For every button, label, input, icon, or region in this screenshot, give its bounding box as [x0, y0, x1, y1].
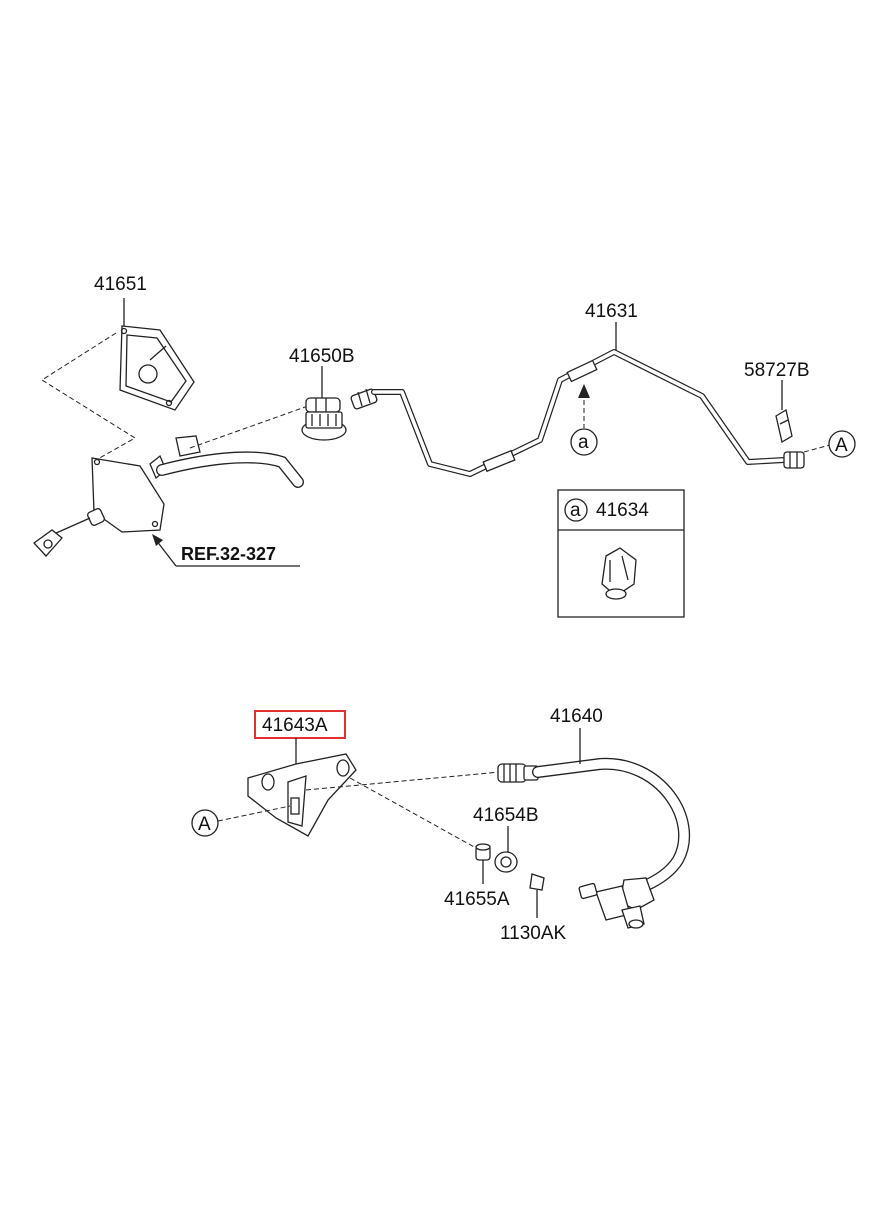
bracket-to-hose-dash — [305, 771, 501, 791]
pipe-start-fitting — [350, 388, 378, 410]
label-41643A[interactable]: 41643A — [262, 715, 328, 736]
union-41650B — [301, 397, 347, 441]
bolt-1130AK — [517, 869, 545, 891]
collar-41654B — [494, 851, 518, 873]
label-41654B: 41654B — [473, 805, 539, 826]
clip-58727B — [775, 408, 793, 444]
label-41640: 41640 — [550, 706, 603, 727]
detail-box-41634: a 41634 — [557, 489, 685, 618]
connector-a-dash-lower — [217, 805, 291, 822]
pipe-sleeve-upper — [566, 359, 598, 383]
highlight-box-41643A — [254, 710, 346, 739]
gasket-41651 — [119, 325, 195, 411]
label-41634: 41634 — [596, 500, 649, 521]
label-58727B: 58727B — [744, 360, 810, 381]
label-1130AK: 1130AK — [500, 923, 567, 944]
connector-a-dash-upper — [803, 444, 831, 453]
master-to-union-dash — [189, 405, 309, 449]
bracket-to-bolt-dash — [349, 777, 477, 849]
gasket-mount-dash — [41, 332, 136, 461]
label-41651: 41651 — [94, 274, 147, 295]
callout-a-pointer: a — [570, 384, 598, 456]
label-41655A: 41655A — [444, 889, 510, 910]
svg-text:a: a — [578, 432, 589, 453]
connector-A-upper: A — [828, 430, 856, 458]
pipe-end-fitting — [783, 451, 805, 469]
bush-41655A — [475, 843, 491, 861]
master-cylinder — [33, 435, 201, 557]
svg-text:A: A — [198, 814, 211, 835]
ref-label: REF.32-327 — [181, 544, 276, 564]
label-41631: 41631 — [585, 301, 638, 322]
bracket-41643A — [247, 753, 357, 837]
pipe-sleeve-lower — [482, 449, 516, 473]
connector-A-lower: A — [191, 809, 219, 837]
ref-callout: REF.32-327 — [152, 534, 300, 567]
clip-41634 — [601, 547, 637, 600]
hose-41640 — [497, 757, 691, 929]
svg-text:A: A — [835, 435, 848, 456]
svg-text:a: a — [570, 500, 581, 521]
label-41650B: 41650B — [289, 346, 355, 367]
